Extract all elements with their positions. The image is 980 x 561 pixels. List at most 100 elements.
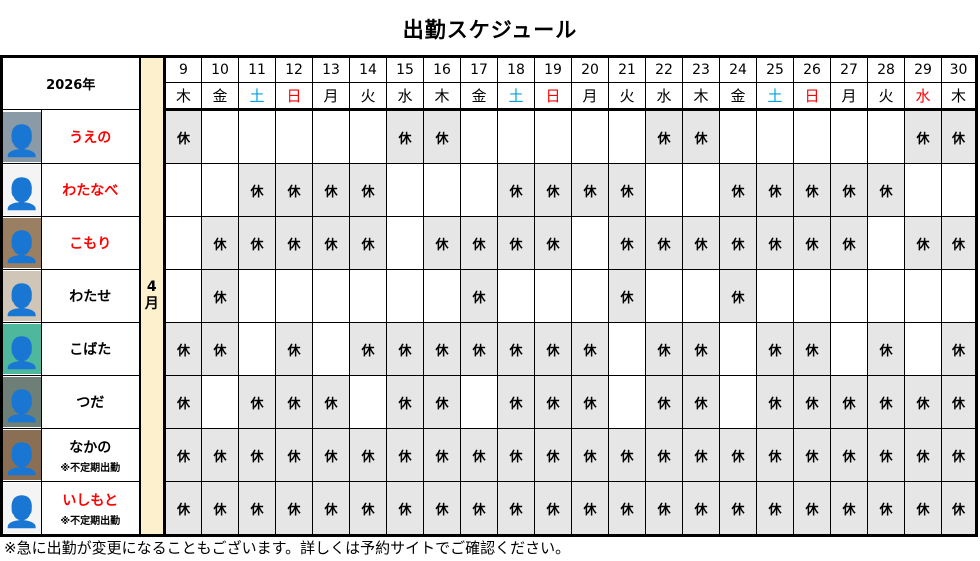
day-off-cell: 休: [460, 269, 498, 323]
day-off-cell: 休: [423, 375, 461, 429]
work-day-cell: [904, 322, 942, 376]
work-day-cell: [645, 269, 683, 323]
day-off-cell: 休: [275, 481, 313, 536]
work-day-cell: [904, 163, 942, 217]
day-off-cell: 休: [941, 322, 977, 376]
day-number: 23: [682, 56, 720, 83]
work-day-cell: [238, 269, 276, 323]
day-off-cell: 休: [571, 322, 609, 376]
day-number: 11: [238, 56, 276, 83]
day-off-cell: 休: [793, 163, 831, 217]
weekday: 火: [608, 82, 646, 111]
staff-photo: 👤: [1, 216, 42, 270]
work-day-cell: [386, 216, 424, 270]
person-icon: 👤: [3, 230, 41, 265]
day-off-cell: 休: [423, 428, 461, 482]
work-day-cell: [830, 269, 868, 323]
staff-name-cell: こもり: [41, 216, 140, 270]
staff-row: 👤こもり休休休休休休休休休休休休休休休休休休: [1, 216, 977, 270]
day-off-cell: 休: [793, 481, 831, 536]
work-day-cell: [867, 216, 905, 270]
day-off-cell: 休: [497, 481, 535, 536]
work-day-cell: [497, 109, 535, 164]
work-day-cell: [275, 269, 313, 323]
day-off-cell: 休: [756, 375, 794, 429]
weekday: 土: [497, 82, 535, 111]
work-day-cell: [571, 269, 609, 323]
day-off-cell: 休: [534, 481, 572, 536]
day-off-cell: 休: [201, 216, 239, 270]
day-off-cell: 休: [238, 428, 276, 482]
staff-photo-icon: 👤: [3, 324, 41, 374]
work-day-cell: [608, 109, 646, 164]
work-day-cell: [460, 163, 498, 217]
day-off-cell: 休: [830, 375, 868, 429]
day-number: 28: [867, 56, 905, 83]
day-off-cell: 休: [941, 216, 977, 270]
work-day-cell: [201, 375, 239, 429]
day-off-cell: 休: [682, 428, 720, 482]
staff-name: つだ: [76, 395, 105, 411]
work-day-cell: [349, 269, 387, 323]
day-off-cell: 休: [608, 481, 646, 536]
work-day-cell: [201, 109, 239, 164]
day-off-cell: 休: [534, 428, 572, 482]
day-off-cell: 休: [497, 216, 535, 270]
day-off-cell: 休: [793, 322, 831, 376]
day-off-cell: 休: [460, 216, 498, 270]
weekday: 水: [904, 82, 942, 111]
work-day-cell: [756, 269, 794, 323]
day-off-cell: 休: [534, 375, 572, 429]
day-number: 20: [571, 56, 609, 83]
day-off-cell: 休: [941, 375, 977, 429]
day-number: 25: [756, 56, 794, 83]
day-number: 19: [534, 56, 572, 83]
staff-row: 👤つだ休休休休休休休休休休休休休休休休休: [1, 375, 977, 429]
day-off-cell: 休: [645, 375, 683, 429]
person-icon: 👤: [3, 389, 41, 424]
day-off-cell: 休: [941, 428, 977, 482]
day-off-cell: 休: [645, 322, 683, 376]
staff-name: こもり: [69, 236, 112, 252]
staff-name: いしもと: [62, 492, 119, 509]
day-off-cell: 休: [497, 163, 535, 217]
staff-row: 👤いしもと※不定期出勤休休休休休休休休休休休休休休休休休休休休休休: [1, 481, 977, 536]
day-off-cell: 休: [867, 375, 905, 429]
work-day-cell: [867, 109, 905, 164]
weekday: 水: [386, 82, 424, 111]
day-number: 12: [275, 56, 313, 83]
day-off-cell: 休: [904, 428, 942, 482]
day-off-cell: 休: [608, 269, 646, 323]
work-day-cell: [349, 375, 387, 429]
weekday: 金: [460, 82, 498, 111]
day-off-cell: 休: [312, 163, 350, 217]
day-off-cell: 休: [238, 481, 276, 536]
day-number: 13: [312, 56, 350, 83]
day-off-cell: 休: [164, 322, 202, 376]
day-off-cell: 休: [867, 481, 905, 536]
day-off-cell: 休: [719, 269, 757, 323]
day-off-cell: 休: [608, 163, 646, 217]
work-day-cell: [460, 375, 498, 429]
day-off-cell: 休: [756, 216, 794, 270]
day-off-cell: 休: [645, 428, 683, 482]
staff-name-cell: うえの: [41, 109, 140, 164]
staff-illustration-icon: 👤: [3, 165, 41, 215]
day-off-cell: 休: [386, 375, 424, 429]
day-off-cell: 休: [238, 216, 276, 270]
work-day-cell: [608, 375, 646, 429]
day-number: 10: [201, 56, 239, 83]
day-off-cell: 休: [719, 481, 757, 536]
day-off-cell: 休: [201, 269, 239, 323]
day-off-cell: 休: [830, 481, 868, 536]
day-off-cell: 休: [867, 163, 905, 217]
staff-name-cell: つだ: [41, 375, 140, 429]
day-off-cell: 休: [719, 163, 757, 217]
weekday: 木: [164, 82, 202, 111]
work-day-cell: [867, 269, 905, 323]
staff-name: わたなべ: [62, 183, 119, 199]
day-off-cell: 休: [164, 109, 202, 164]
staff-photo-icon: 👤: [3, 271, 41, 321]
